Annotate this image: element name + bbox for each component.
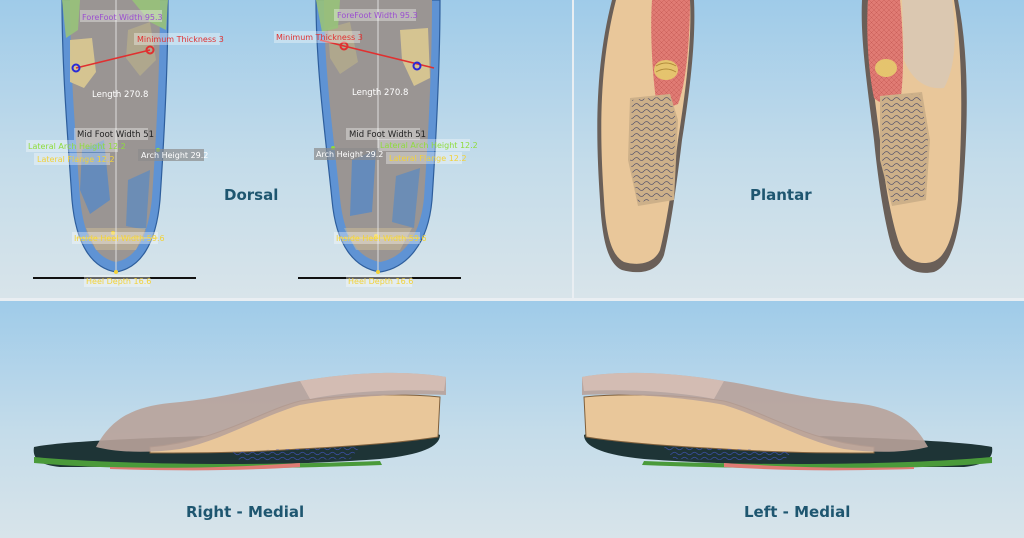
right-lateral-flange-label: Lateral Flange 12.2 xyxy=(37,155,115,164)
right-minimum-thickness-label: Minimum Thickness 3 xyxy=(137,35,224,44)
right-forefoot-width-label: ForeFoot Width 95.3 xyxy=(82,13,163,22)
left-insole-medial[interactable] xyxy=(582,372,993,471)
left-inside-heel-width-label: Inside Heel Width 59.6 xyxy=(336,234,427,243)
left-lateral-flange-label: Lateral Flange 12.2 xyxy=(389,154,467,163)
panel-divider-horizontal xyxy=(0,298,1024,301)
left-forefoot-width-label: ForeFoot Width 95.3 xyxy=(337,11,418,20)
right-heel-depth-label: Heel Depth 16.6 xyxy=(86,277,151,286)
right-medial-viewport[interactable] xyxy=(0,301,512,538)
dorsal-viewport[interactable]: ForeFoot Width 95.3 Minimum Thickness 3 … xyxy=(0,0,572,298)
left-medial-view-caption: Left - Medial xyxy=(744,503,851,521)
plantar-viewport[interactable] xyxy=(574,0,1024,298)
left-foot-measurements xyxy=(298,0,461,279)
right-inside-heel-width-label: Inside Heel Width 59.6 xyxy=(74,234,165,243)
panel-divider-vertical xyxy=(572,0,574,298)
left-lateral-arch-height-label: Lateral Arch Height 12.2 xyxy=(380,141,478,150)
right-arch-height-label: Arch Height 29.2 xyxy=(141,151,208,160)
left-medial-viewport[interactable] xyxy=(512,301,1024,538)
left-minimum-thickness-label: Minimum Thickness 3 xyxy=(276,33,363,42)
right-lateral-arch-height-label: Lateral Arch Height 12.2 xyxy=(28,142,126,151)
right-insole-plantar[interactable] xyxy=(597,0,695,273)
left-heel-depth-label: Heel Depth 16.6 xyxy=(348,277,413,286)
left-arch-height-label: Arch Height 29.2 xyxy=(316,150,383,159)
right-length-label: Length 270.8 xyxy=(92,90,148,100)
right-insole-medial[interactable] xyxy=(33,372,446,471)
dorsal-view-panel[interactable]: ForeFoot Width 95.3 Minimum Thickness 3 … xyxy=(0,0,572,298)
left-mid-foot-width-label: Mid Foot Width 51 xyxy=(349,130,426,140)
left-foot-labels: ForeFoot Width 95.3 Minimum Thickness 3 … xyxy=(274,9,478,287)
right-medial-view-panel[interactable]: Right - Medial xyxy=(0,301,512,538)
left-insole-plantar[interactable] xyxy=(861,0,967,273)
left-medial-view-panel[interactable]: Left - Medial xyxy=(512,301,1024,538)
plantar-view-caption: Plantar xyxy=(750,186,812,204)
dorsal-view-caption: Dorsal xyxy=(224,186,279,204)
right-foot-labels: ForeFoot Width 95.3 Minimum Thickness 3 … xyxy=(26,10,224,287)
plantar-view-panel[interactable]: Plantar xyxy=(574,0,1024,298)
left-length-label: Length 270.8 xyxy=(352,88,408,98)
right-foot-measurements xyxy=(33,0,196,279)
right-mid-foot-width-label: Mid Foot Width 51 xyxy=(77,130,154,140)
right-medial-view-caption: Right - Medial xyxy=(186,503,305,521)
